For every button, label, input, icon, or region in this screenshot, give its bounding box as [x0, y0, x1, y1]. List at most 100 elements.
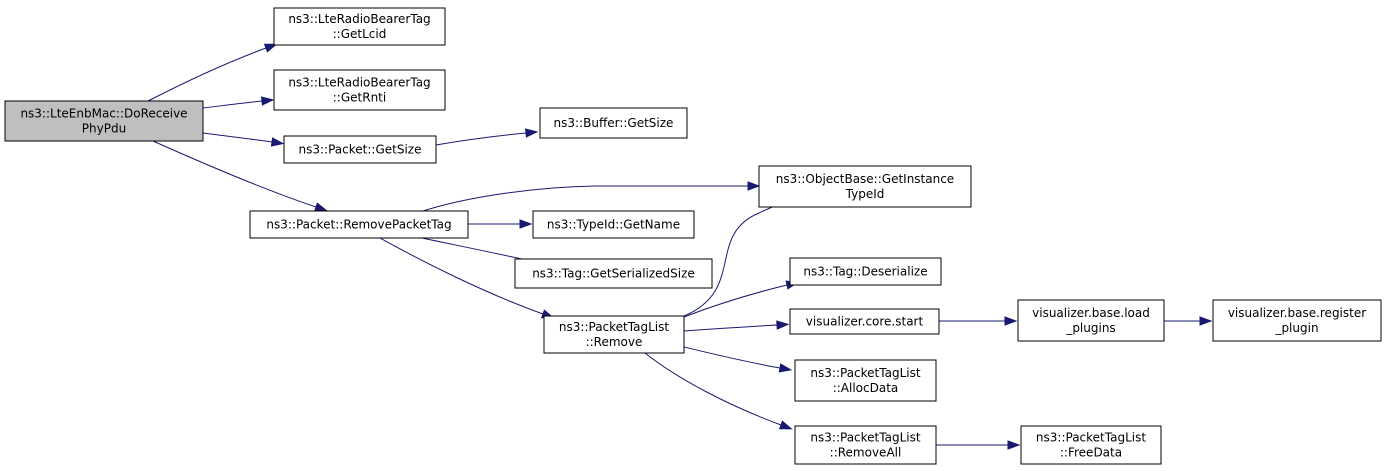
node-label-line: ::GetLcid	[333, 27, 387, 41]
node-box	[794, 425, 937, 465]
node-ptl-allocdata[interactable]: ns3::PacketTagList::AllocData	[794, 359, 937, 402]
edge-ptl_remove-to-ptl_removeall	[644, 352, 793, 430]
node-label-line: ns3::PacketTagList	[559, 320, 669, 334]
edge-viz_load_plugins-to-viz_register_plugin	[1164, 316, 1213, 326]
arrowhead-icon	[263, 43, 278, 53]
node-label-line: ns3::Packet::GetSize	[299, 143, 422, 157]
node-getlcid[interactable]: ns3::LteRadioBearerTag::GetLcid	[273, 7, 446, 46]
node-label-line: ::GetRnti	[333, 91, 386, 105]
node-box	[539, 107, 688, 139]
node-label-line: _plugins	[1065, 321, 1115, 335]
node-label-line: ns3::PacketTagList	[810, 366, 920, 380]
node-box	[532, 210, 695, 239]
arrowhead-icon	[778, 420, 793, 430]
edge-line	[683, 190, 816, 317]
edge-root-to-removepackettag	[152, 140, 328, 212]
edge-viz_core_start-to-viz_load_plugins	[939, 316, 1018, 326]
node-box	[283, 135, 437, 164]
edge-line	[379, 237, 544, 315]
node-label-line: ::AllocData	[833, 381, 899, 395]
arrowhead-icon	[314, 202, 328, 212]
node-label-line: ns3::ObjectBase::GetInstance	[776, 172, 954, 186]
node-viz-register-plugin[interactable]: visualizer.base.register_plugin	[1212, 299, 1382, 342]
node-tag-getserializedsize[interactable]: ns3::Tag::GetSerializedSize	[514, 258, 713, 289]
node-label-line: TypeId	[845, 187, 885, 201]
node-box	[273, 69, 446, 111]
edge-root-to-getrnti	[202, 96, 275, 109]
node-box	[789, 257, 942, 286]
node-label-line: visualizer.base.register	[1228, 306, 1366, 320]
node-tag-deserialize[interactable]: ns3::Tag::Deserialize	[789, 257, 942, 286]
node-label-line: ns3::LteRadioBearerTag	[288, 76, 430, 90]
edge-line	[202, 100, 263, 109]
node-label-line: visualizer.core.start	[806, 315, 924, 329]
edge-ptl_remove-to-ptl_allocdata	[683, 346, 793, 373]
node-box	[1020, 425, 1162, 465]
node-box	[1212, 299, 1382, 342]
edge-line	[422, 185, 748, 212]
node-typeid-getname[interactable]: ns3::TypeId::GetName	[532, 210, 695, 239]
edge-line	[202, 132, 273, 143]
edge-ptl_remove-to-viz_core_start	[683, 320, 790, 332]
arrowhead-icon	[525, 128, 539, 138]
arrowhead-icon	[1199, 316, 1213, 326]
edge-line	[644, 352, 782, 426]
node-box	[514, 258, 713, 289]
edge-line	[435, 132, 527, 146]
node-box	[794, 359, 937, 402]
node-label-line: ::RemoveAll	[830, 446, 902, 460]
node-label-line: visualizer.base.load	[1032, 306, 1150, 320]
node-box	[543, 315, 685, 354]
node-box	[249, 210, 469, 239]
node-ptl-removeall[interactable]: ns3::PacketTagList::RemoveAll	[794, 425, 937, 465]
node-ptl-freedata[interactable]: ns3::PacketTagList::FreeData	[1020, 425, 1162, 465]
arrowhead-icon	[1004, 316, 1018, 326]
node-label-line: ns3::Tag::Deserialize	[803, 265, 927, 279]
edge-root-to-getlcid	[147, 43, 278, 102]
arrowhead-icon	[747, 181, 761, 191]
arrowhead-icon	[1007, 440, 1021, 450]
arrowhead-icon	[778, 363, 793, 373]
node-buffer-getsize[interactable]: ns3::Buffer::GetSize	[539, 107, 688, 139]
node-label-line: ns3::LteEnbMac::DoReceive	[20, 107, 187, 121]
node-label-line: PhyPdu	[82, 122, 126, 136]
node-label-line: ns3::PacketTagList	[810, 431, 920, 445]
arrowhead-icon	[776, 320, 790, 330]
edge-removepackettag-to-getinstancetypeid	[422, 181, 761, 212]
node-label-line: ::Remove	[586, 335, 643, 349]
node-label-line: ns3::LteRadioBearerTag	[288, 12, 430, 26]
edge-packet_getsize-to-buffer_getsize	[435, 128, 539, 146]
node-box	[789, 308, 940, 335]
node-removepackettag[interactable]: ns3::Packet::RemovePacketTag	[249, 210, 469, 239]
node-label-line: ns3::TypeId::GetName	[547, 218, 680, 232]
node-viz-core-start[interactable]: visualizer.core.start	[789, 308, 940, 335]
edge-line	[152, 140, 317, 208]
node-packet-getsize[interactable]: ns3::Packet::GetSize	[283, 135, 437, 164]
edge-ptl_removeall-to-ptl_freedata	[936, 440, 1021, 450]
edge-removepackettag-to-typeid_getname	[468, 219, 533, 229]
node-label-line: ns3::PacketTagList	[1036, 431, 1146, 445]
node-box	[4, 100, 204, 142]
node-label-line: ns3::Tag::GetSerializedSize	[532, 267, 695, 281]
node-label-line: _plugin	[1274, 321, 1318, 335]
node-label-line: ns3::Packet::RemovePacketTag	[266, 218, 451, 232]
node-getrnti[interactable]: ns3::LteRadioBearerTag::GetRnti	[273, 69, 446, 111]
node-label-line: ::FreeData	[1060, 446, 1122, 460]
arrowhead-icon	[519, 219, 533, 229]
edge-line	[147, 47, 267, 102]
edge-line	[683, 346, 781, 369]
edge-line	[683, 284, 788, 318]
arrowhead-icon	[270, 137, 285, 147]
node-ptl-remove[interactable]: ns3::PacketTagList::Remove	[543, 315, 685, 354]
edge-root-to-packet_getsize	[202, 132, 285, 147]
node-box	[273, 7, 446, 46]
node-box	[1017, 299, 1165, 342]
node-label-line: ns3::Buffer::GetSize	[554, 116, 674, 130]
node-viz-load-plugins[interactable]: visualizer.base.load_plugins	[1017, 299, 1165, 342]
node-box	[758, 165, 972, 208]
edge-line	[683, 324, 778, 332]
